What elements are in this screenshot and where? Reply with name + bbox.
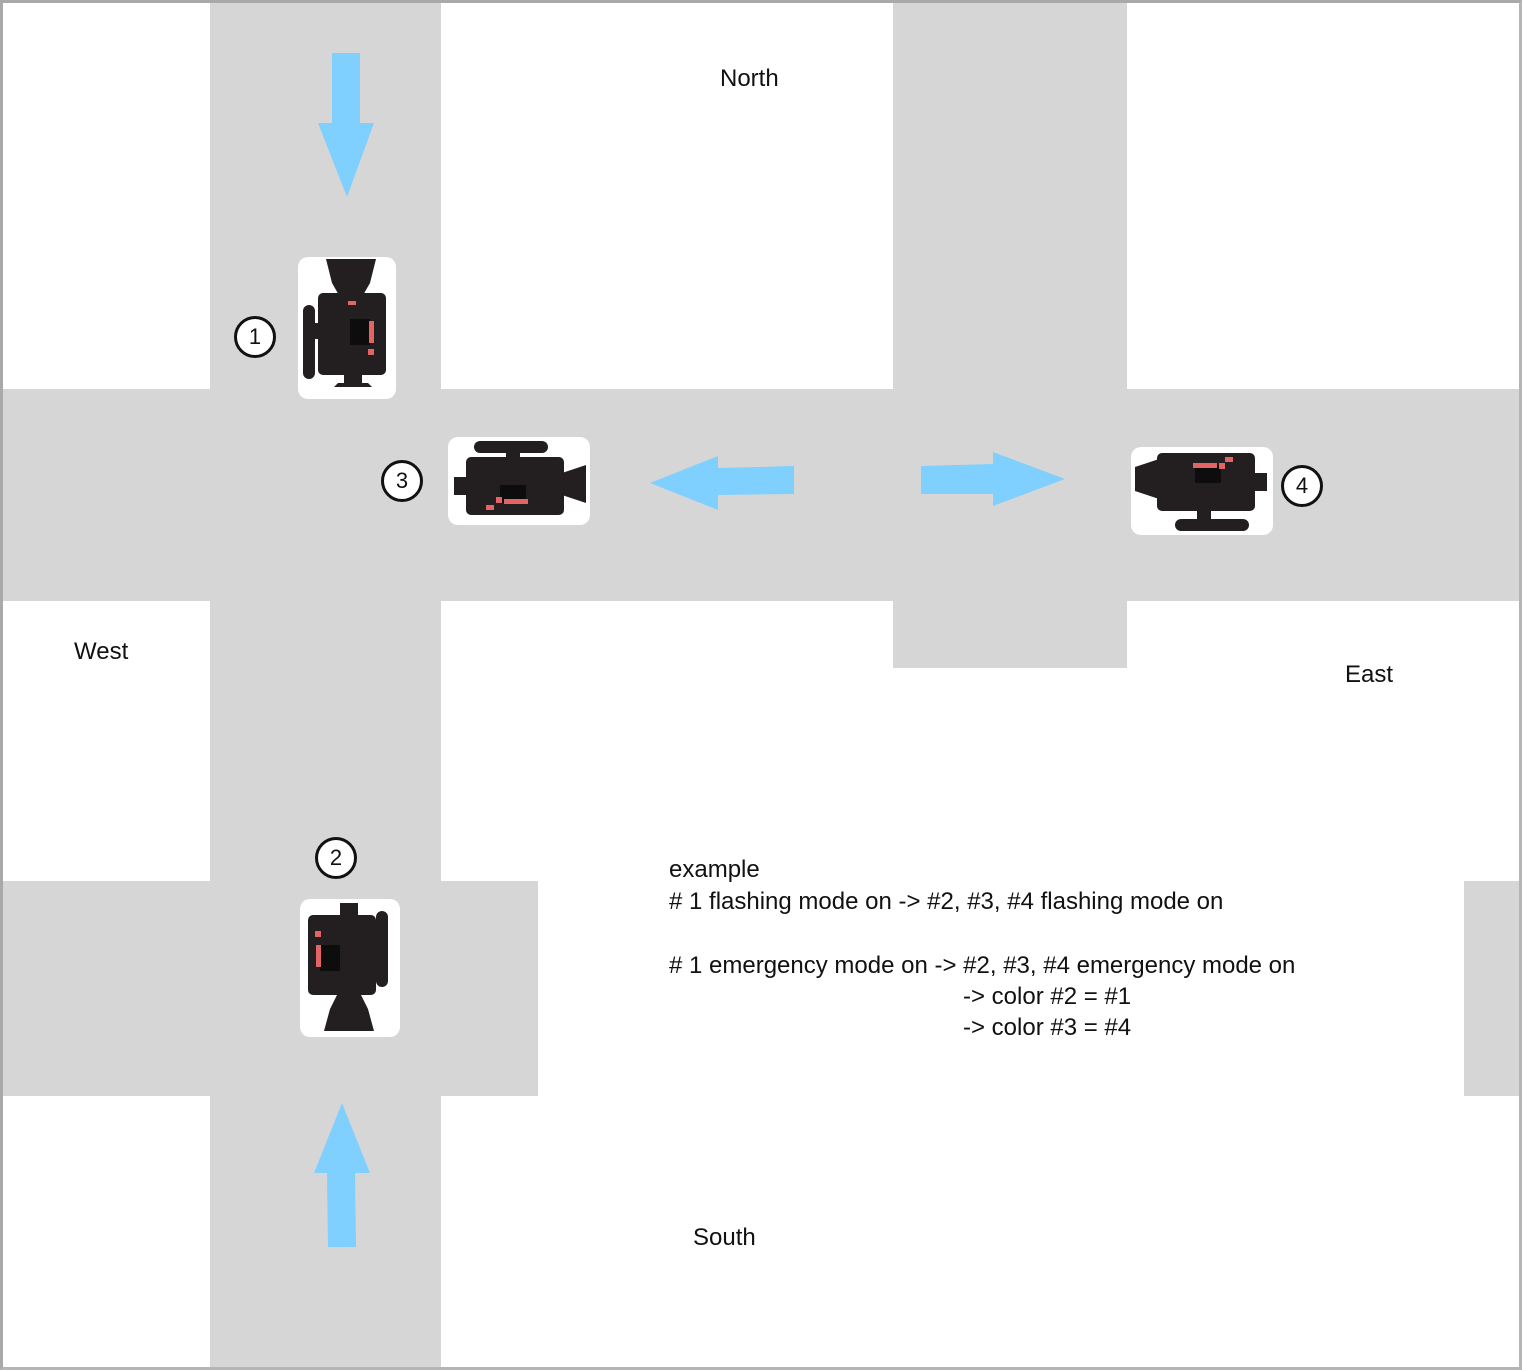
camera-1-badge: 1 bbox=[234, 316, 276, 358]
emergency-rule: # 1 emergency mode on -> #2, #3, #4 emer… bbox=[669, 952, 1296, 979]
camera-3-badge: 3 bbox=[381, 460, 423, 502]
camera-1-icon bbox=[298, 257, 396, 399]
arrow-down-shape bbox=[318, 53, 374, 197]
arrow-right-icon bbox=[921, 452, 1065, 506]
south-label: South bbox=[693, 1224, 756, 1251]
notes-title: example bbox=[669, 856, 760, 883]
arrow-left-shape bbox=[650, 456, 794, 510]
arrow-right-shape bbox=[921, 452, 1065, 506]
camera-2-badge: 2 bbox=[315, 837, 357, 879]
color-rule-1: -> color #2 = #1 bbox=[963, 983, 1132, 1010]
arrow-up-shape bbox=[314, 1103, 370, 1247]
arrow-down-icon bbox=[318, 53, 374, 197]
west-label: West bbox=[74, 638, 129, 665]
north-label: North bbox=[720, 65, 779, 92]
camera-2-icon bbox=[300, 899, 400, 1037]
road-south-west-block bbox=[3, 881, 538, 1096]
flashing-rule: # 1 flashing mode on -> #2, #3, #4 flash… bbox=[669, 888, 1224, 915]
east-label: East bbox=[1345, 661, 1394, 688]
color-rule-2: -> color #3 = #4 bbox=[963, 1014, 1132, 1041]
road-south-east-stub bbox=[1464, 881, 1519, 1096]
arrow-left-icon bbox=[650, 456, 794, 510]
camera-3-icon bbox=[448, 437, 590, 525]
camera-4-badge: 4 bbox=[1281, 465, 1323, 507]
camera-4-icon bbox=[1131, 447, 1273, 535]
arrow-up-icon bbox=[314, 1103, 370, 1247]
road-east-stub bbox=[893, 3, 1127, 668]
